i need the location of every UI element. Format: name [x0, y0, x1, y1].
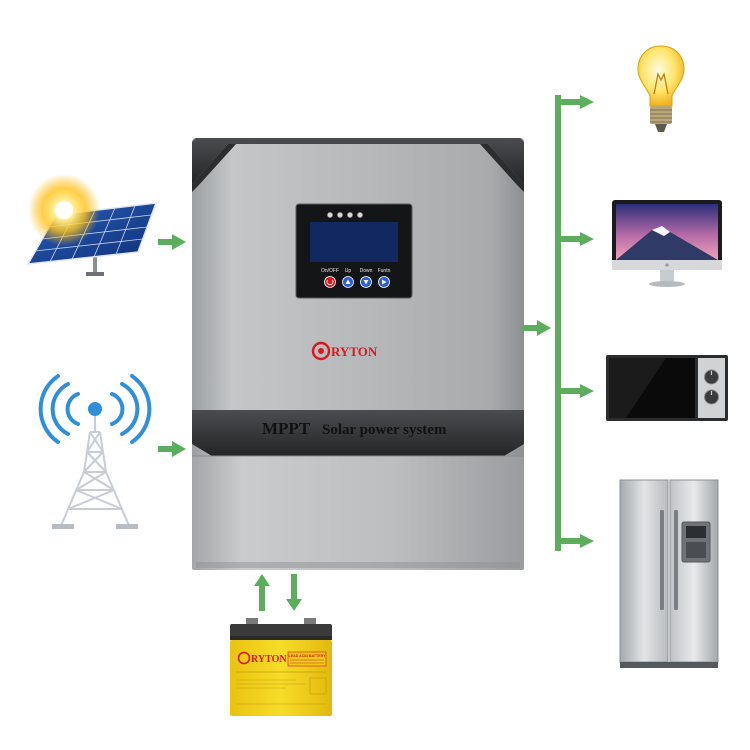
- solar-panel-icon: [26, 174, 158, 276]
- output-arrow: [521, 320, 551, 336]
- svg-text:RYTON: RYTON: [331, 344, 378, 359]
- control-buttons: On/OFF Up Down Funtn: [321, 268, 391, 288]
- battery-icon: RYTON LEAD ACID BATTERY: [230, 618, 332, 716]
- signal-tower-icon: [38, 374, 152, 529]
- button-label-function: Funtn: [378, 268, 391, 274]
- battery-charge-arrows: [254, 574, 302, 611]
- button-label-down: Down: [360, 268, 373, 274]
- grid-input-arrow: [158, 441, 186, 457]
- output-bus: [555, 95, 594, 551]
- model-label: MPPT: [262, 419, 311, 438]
- solar-input-arrow: [158, 234, 186, 250]
- brand-logo: RYTON: [311, 341, 378, 361]
- microwave-icon: [606, 355, 728, 421]
- battery-brand: RYTON: [251, 654, 287, 665]
- monitor-icon: [612, 200, 722, 287]
- product-label: Solar power system: [322, 422, 447, 438]
- button-label-onoff: On/OFF: [321, 268, 339, 274]
- refrigerator-icon: [619, 479, 719, 668]
- power-button[interactable]: [324, 276, 336, 288]
- inverter-unit: On/OFF Up Down Funtn RYTON MPPT Solar po…: [192, 138, 524, 570]
- battery-type-label: LEAD ACID BATTERY: [289, 654, 327, 658]
- light-bulb-icon: [637, 45, 685, 132]
- button-label-up: Up: [345, 268, 352, 274]
